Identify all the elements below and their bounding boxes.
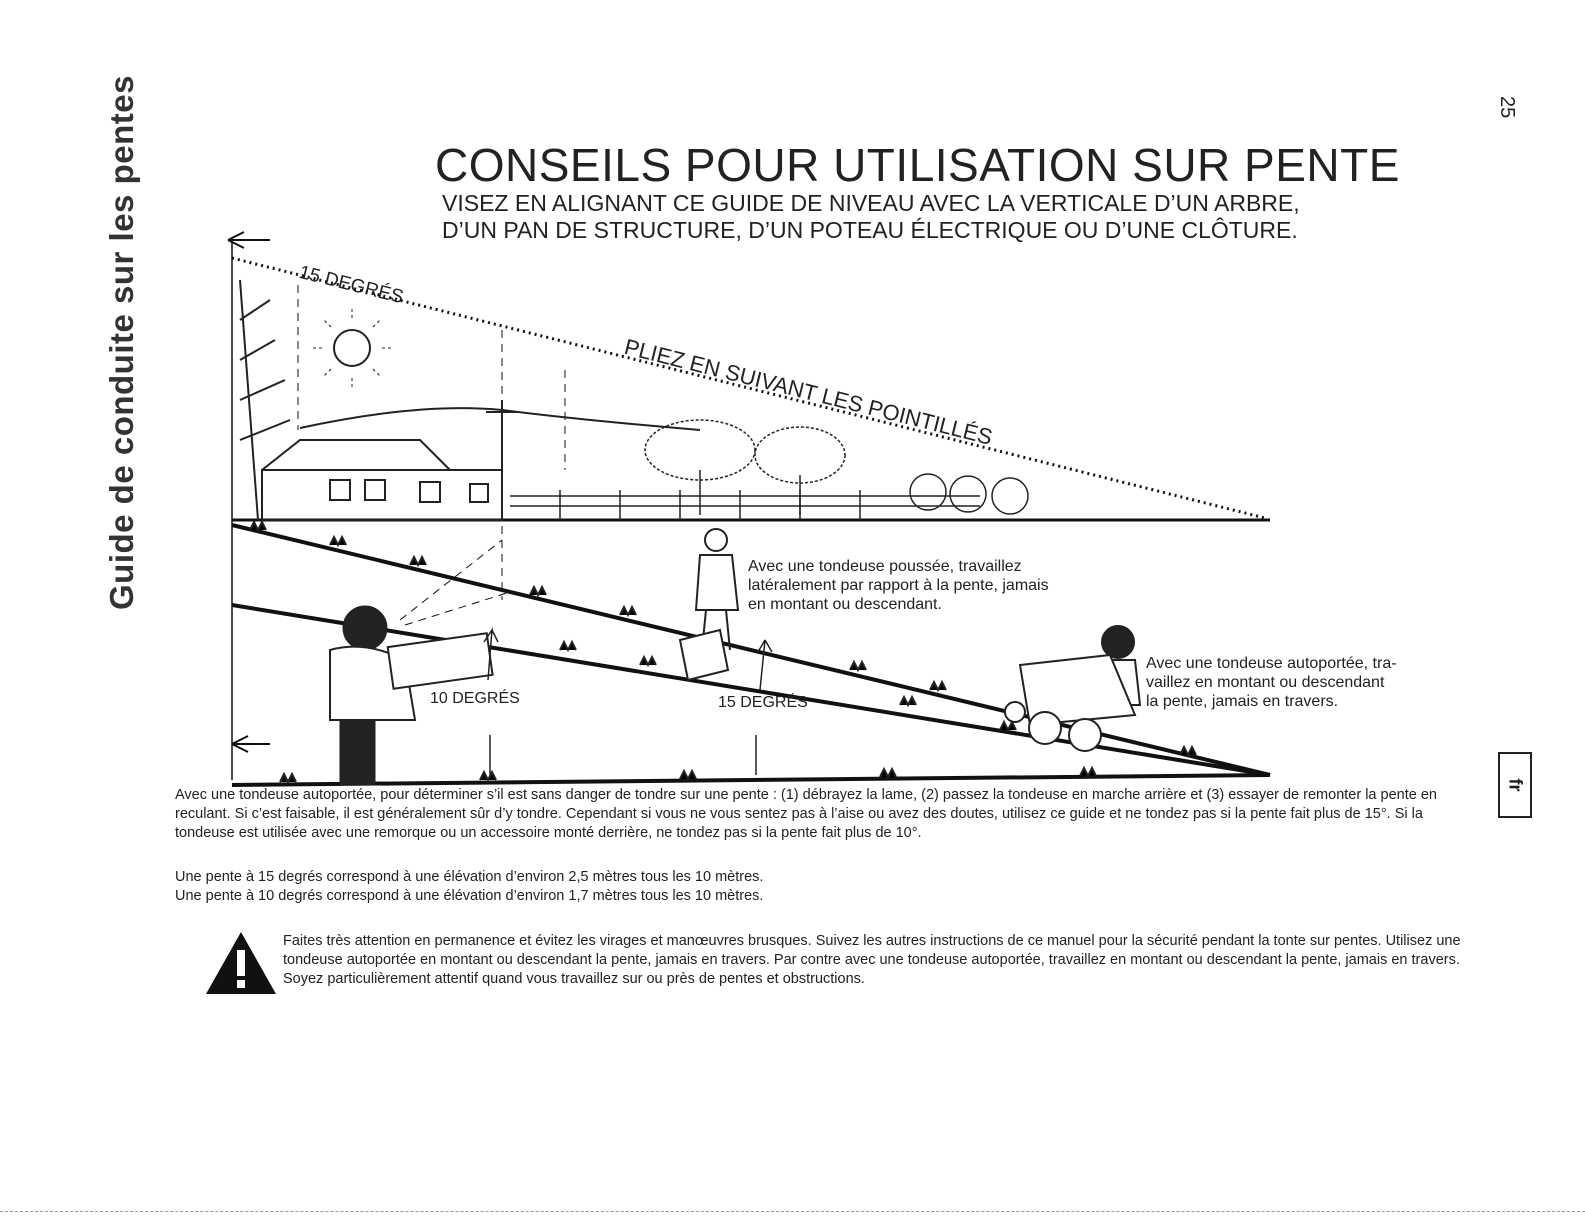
slope-15-note: Une pente à 15 degrés correspond à une é…: [175, 869, 764, 885]
label-15-degrees-bottom: 15 DEGRÉS: [718, 694, 808, 711]
page-bottom-rule: [0, 1211, 1585, 1212]
slope-guide-illustration: [227, 231, 1271, 787]
grass-texture: [249, 519, 1197, 785]
page-title: CONSEILS POUR UTILISATION SUR PENTE: [435, 139, 1400, 191]
tree-left-icon: [239, 279, 291, 521]
riding-mower-test-paragraph: Avec une tondeuse autoportée, pour déter…: [175, 787, 1437, 841]
riding-mower-note: Avec une tondeuse autoportée, tra- vaill…: [1146, 654, 1446, 711]
degree-pointers: [483, 627, 773, 775]
subtitle-line-2: D’UN PAN DE STRUCTURE, D’UN POTEAU ÉLECT…: [442, 217, 1298, 243]
top-arrow-icon: [227, 231, 270, 249]
warning-triangle-icon: [206, 932, 276, 994]
riding-mower-icon: [1004, 625, 1142, 752]
house-icon: [261, 439, 503, 521]
viewer-person-icon: [329, 605, 494, 786]
safety-warning-text: Faites très attention en permanence et é…: [283, 933, 1461, 987]
sun-icon: [310, 306, 394, 390]
page-subtitle: VISEZ EN ALIGNANT CE GUIDE DE NIVEAU AVE…: [442, 190, 1342, 244]
push-mower-person-icon: [678, 528, 740, 682]
push-mower-note: Avec une tondeuse poussée, travaillez la…: [748, 557, 1078, 614]
utility-pole-icon: [299, 400, 701, 520]
riding-note-line-1: Avec une tondeuse autoportée, tra-: [1146, 655, 1397, 672]
ground-bottom: [231, 773, 1271, 787]
subtitle-line-1: VISEZ EN ALIGNANT CE GUIDE DE NIVEAU AVE…: [442, 190, 1300, 216]
bottom-arrow-icon: [231, 735, 270, 753]
slope-10-note: Une pente à 10 degrés correspond à une é…: [175, 888, 764, 904]
language-tab: fr: [1498, 752, 1532, 818]
sight-line-b: [404, 591, 511, 626]
riding-note-line-2: vaillez en montant ou descendant: [1146, 674, 1385, 691]
push-note-line-1: Avec une tondeuse poussée, travaillez: [748, 558, 1022, 575]
push-note-line-3: en montant ou descendant.: [748, 596, 942, 613]
trees-icon: [644, 419, 1029, 515]
riding-note-line-3: la pente, jamais en travers.: [1146, 693, 1339, 710]
slope-conversion-notes: Une pente à 15 degrés correspond à une é…: [175, 868, 1075, 906]
push-note-line-2: latéralement par rapport à la pente, jam…: [748, 577, 1049, 594]
sight-line-a: [399, 539, 503, 621]
label-10-degrees: 10 DEGRÉS: [430, 690, 520, 707]
